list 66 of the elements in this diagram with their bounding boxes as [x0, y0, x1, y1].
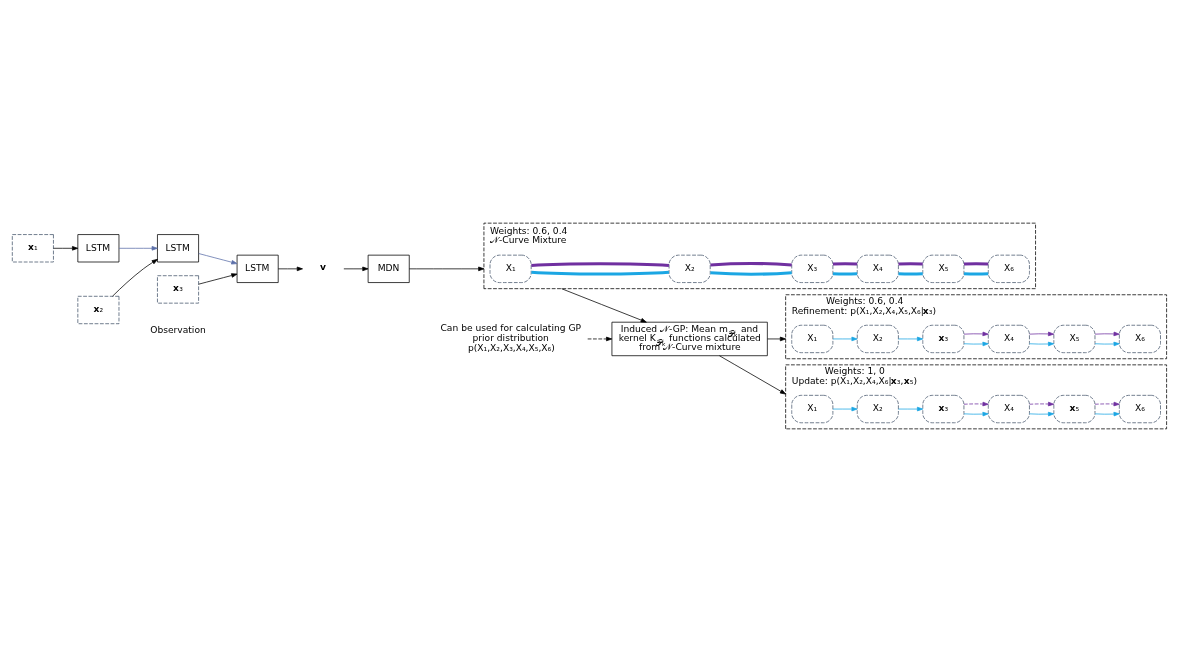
arrow [1029, 331, 1055, 336]
node-text: v [320, 261, 327, 272]
connector [963, 271, 989, 275]
arrow [112, 258, 158, 297]
node-box: x₃ [922, 324, 965, 353]
arrow [277, 266, 303, 271]
arrow [832, 336, 858, 341]
node-text: Can be used for calculating GP prior distribution p(X₁,X₂,X₃,X₄,X₅,X₆) [440, 322, 581, 353]
node-box: x₃ [922, 394, 965, 423]
arrow [963, 331, 989, 336]
node-box: x₂ [77, 295, 120, 324]
connector [710, 261, 792, 266]
arrow [587, 336, 613, 341]
node-box: X₄ [987, 394, 1030, 423]
arrow [198, 252, 238, 264]
arrow [1094, 401, 1120, 406]
node-box: X₅ [1053, 324, 1096, 353]
node-box: X₆ [1118, 394, 1161, 423]
arrow [198, 272, 238, 285]
node-box: x₁ [11, 233, 54, 262]
node-box: X₃ [791, 254, 834, 283]
arrow [1094, 331, 1120, 336]
connector [963, 261, 989, 266]
node-box: MDN [367, 254, 410, 283]
node-box: X₆ [987, 254, 1030, 283]
node-box: X₂ [856, 324, 899, 353]
arrow [53, 245, 79, 251]
arrow [719, 354, 786, 394]
connector [832, 261, 858, 266]
node-box: X₂ [668, 254, 711, 283]
connector [898, 271, 923, 275]
arrow [1094, 341, 1120, 346]
node-box: X₅ [922, 254, 965, 283]
node-box: X₁ [489, 254, 532, 283]
arrow [1094, 411, 1120, 416]
node-box: X₄ [987, 324, 1030, 353]
connector [832, 271, 858, 275]
node-box: LSTM [77, 233, 120, 262]
node-box: X₁ [791, 324, 834, 353]
arrow [561, 287, 647, 323]
label: Observation [150, 324, 206, 335]
arrow [1029, 411, 1055, 416]
arrow [963, 401, 989, 406]
node-box: LSTM [236, 254, 279, 283]
arrow [898, 406, 924, 411]
node-box: X₄ [856, 254, 899, 283]
arrow [343, 266, 369, 271]
connector [898, 261, 923, 266]
node-box: x₅ [1053, 394, 1096, 423]
arrow [408, 266, 485, 271]
node-box: X₆ [1118, 324, 1161, 353]
connector [710, 270, 792, 276]
arrow [898, 336, 924, 341]
arrow [832, 406, 858, 411]
arrow [1029, 401, 1055, 406]
arrow [767, 336, 786, 341]
node-box: LSTM [157, 233, 199, 262]
node-box: x₃ [157, 274, 199, 303]
connector [531, 261, 669, 267]
arrow [118, 245, 158, 251]
node-box: X₂ [856, 394, 899, 423]
arrow [963, 341, 989, 346]
node-box: X₁ [791, 394, 834, 423]
arrow [1029, 341, 1055, 346]
arrow [963, 411, 989, 416]
connector [531, 270, 669, 276]
